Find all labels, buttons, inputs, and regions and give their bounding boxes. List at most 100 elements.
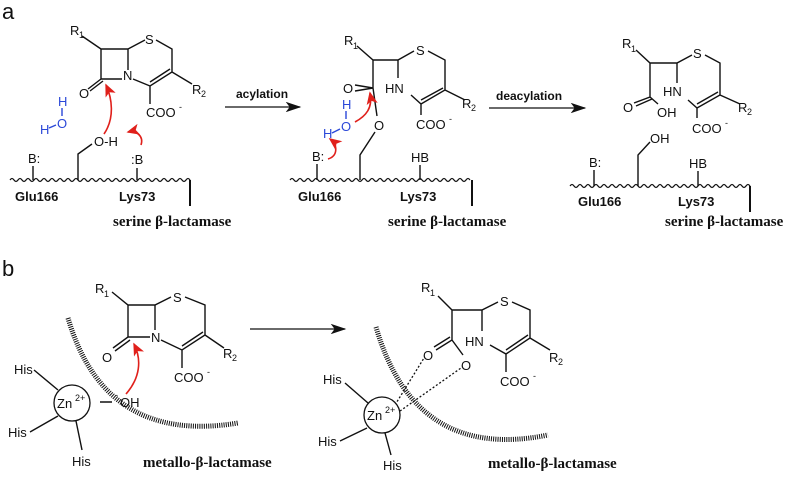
svg-text:R: R: [622, 36, 631, 51]
svg-text:Lys73: Lys73: [119, 189, 155, 204]
svg-text:-: -: [533, 371, 536, 381]
serine-enzyme-1: B: O-H :B Glu166 Lys73 serine β-lactamas…: [9, 134, 232, 230]
svg-text:R: R: [549, 350, 558, 365]
svg-text:COO: COO: [146, 105, 176, 120]
svg-text:2+: 2+: [75, 393, 85, 403]
svg-text:R: R: [192, 82, 201, 97]
svg-text:R: R: [223, 346, 232, 361]
svg-text:His: His: [72, 454, 91, 469]
svg-text:R: R: [95, 281, 104, 296]
svg-text:O-H: O-H: [94, 134, 118, 149]
metallo-label-2: metallo-β-lactamase: [488, 456, 617, 472]
svg-text:His: His: [323, 372, 342, 387]
metallo-label-1: metallo-β-lactamase: [143, 455, 272, 471]
svg-text:-: -: [179, 102, 182, 112]
svg-text:R: R: [344, 33, 353, 48]
svg-text:HN: HN: [385, 81, 404, 96]
svg-text:O: O: [341, 119, 351, 134]
svg-text:OH: OH: [657, 105, 677, 120]
svg-text:OH: OH: [650, 131, 670, 146]
svg-text:COO: COO: [416, 117, 446, 132]
acylation-label: acylation: [236, 87, 288, 101]
svg-text:O: O: [57, 116, 67, 131]
svg-text:His: His: [383, 458, 402, 473]
svg-text:R: R: [70, 23, 79, 38]
svg-text:serine β-lactamase: serine β-lactamase: [388, 214, 507, 230]
svg-text:2: 2: [747, 107, 752, 117]
svg-text:serine β-lactamase: serine β-lactamase: [665, 214, 784, 230]
svg-text:B:: B:: [28, 151, 40, 166]
svg-text:O: O: [461, 358, 471, 373]
svg-text:O: O: [79, 86, 89, 101]
svg-text:1: 1: [631, 44, 636, 54]
svg-text:N: N: [123, 68, 132, 83]
svg-text:serine β-lactamase: serine β-lactamase: [113, 214, 232, 230]
svg-text:HB: HB: [689, 156, 707, 171]
svg-text:R: R: [462, 96, 471, 111]
red-arrow-deprotonation: [327, 138, 343, 160]
svg-text:1: 1: [430, 288, 435, 298]
svg-text:S: S: [500, 294, 509, 309]
svg-text:-: -: [449, 114, 452, 124]
svg-text:R: R: [421, 280, 430, 295]
serine-enzyme-2: B: HB Glu166 Lys73 serine β-lactamase: [289, 149, 507, 230]
svg-text:O: O: [102, 350, 112, 365]
svg-text:Glu166: Glu166: [15, 189, 58, 204]
red-arrow-hydroxide-attack: [125, 342, 145, 395]
svg-text:B:: B:: [312, 149, 324, 164]
svg-text:N: N: [151, 330, 160, 345]
svg-text:2+: 2+: [385, 405, 395, 415]
svg-text:His: His: [14, 362, 33, 377]
svg-text:1: 1: [104, 289, 109, 299]
svg-text:Glu166: Glu166: [578, 194, 621, 209]
svg-text:Glu166: Glu166: [298, 189, 341, 204]
svg-text:H: H: [342, 97, 351, 112]
water-molecule: H O H: [40, 94, 67, 137]
svg-text:Lys73: Lys73: [400, 189, 436, 204]
svg-text:O: O: [423, 348, 433, 363]
svg-text:-: -: [115, 390, 118, 400]
zinc-coordination-bonds: [394, 357, 462, 412]
svg-text:His: His: [318, 434, 337, 449]
svg-text:H: H: [40, 122, 49, 137]
svg-text:H: H: [323, 126, 332, 141]
svg-text:2: 2: [201, 89, 206, 99]
svg-text:S: S: [693, 46, 702, 61]
svg-text:2: 2: [232, 353, 237, 363]
svg-text:Zn: Zn: [367, 408, 382, 423]
svg-text::B: :B: [131, 152, 143, 167]
panel-label-a: a: [2, 0, 15, 24]
red-arrow-attack: [103, 83, 116, 135]
svg-text:O: O: [623, 100, 633, 115]
svg-text:COO: COO: [500, 374, 530, 389]
enzyme-surface-1: [65, 317, 239, 429]
deacylation-label: deacylation: [496, 89, 562, 103]
svg-text:Lys73: Lys73: [678, 194, 714, 209]
red-arrow-proton: [126, 123, 143, 146]
svg-text:O: O: [343, 81, 353, 96]
svg-text:HN: HN: [663, 84, 682, 99]
svg-text:His: His: [8, 425, 27, 440]
svg-text:S: S: [416, 43, 425, 58]
panel-label-b: b: [2, 256, 14, 281]
svg-text:Zn: Zn: [57, 396, 72, 411]
svg-text:HN: HN: [465, 334, 484, 349]
svg-text:B:: B:: [589, 155, 601, 170]
water-molecule-2: H O H: [323, 97, 351, 141]
svg-text:S: S: [145, 32, 154, 47]
svg-text:O: O: [374, 118, 384, 133]
svg-text:1: 1: [79, 30, 84, 40]
svg-text:1: 1: [353, 41, 358, 51]
svg-text:-: -: [725, 118, 728, 128]
svg-text:2: 2: [471, 103, 476, 113]
svg-text:COO: COO: [692, 121, 722, 136]
red-arrow-water-attack: [354, 91, 378, 123]
svg-text:2: 2: [558, 357, 563, 367]
